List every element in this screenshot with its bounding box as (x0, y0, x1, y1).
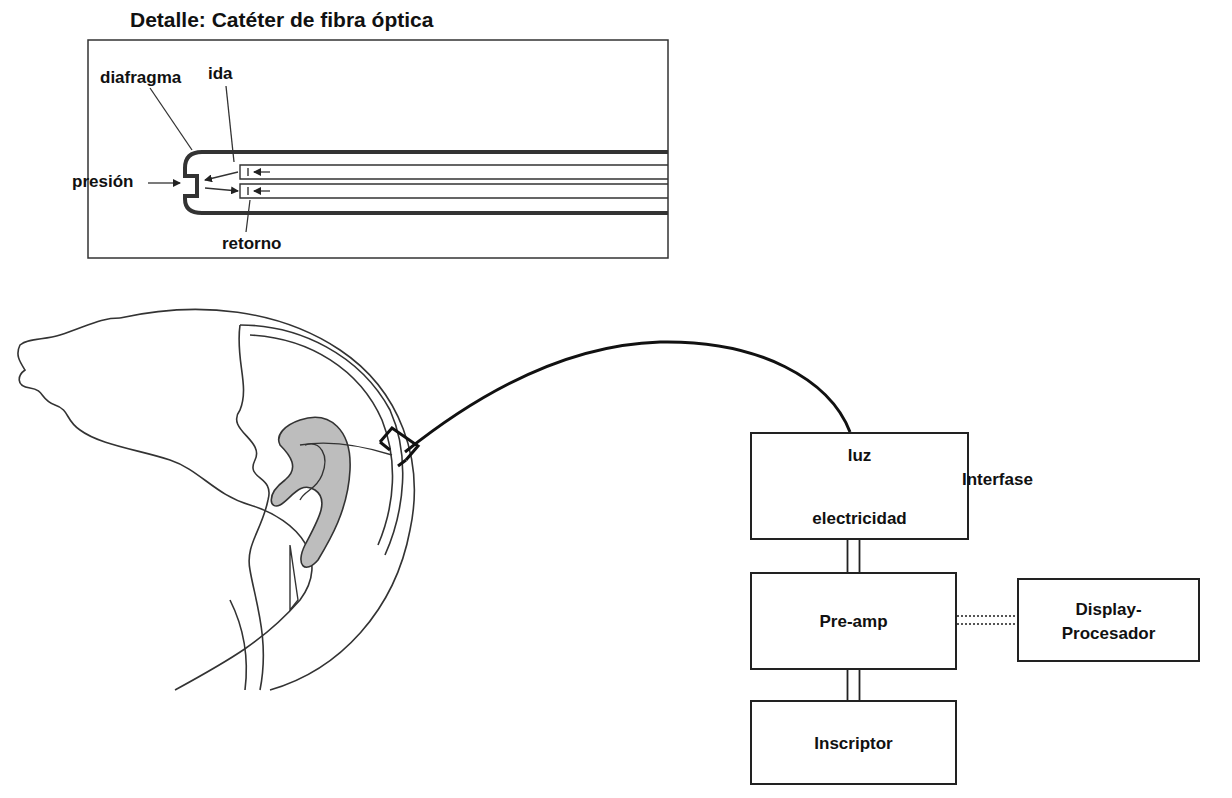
catheter-bracket (380, 442, 406, 466)
ventricle-fold (300, 444, 325, 500)
connector (848, 540, 860, 572)
box-heading: Interfase (962, 470, 1033, 490)
part-label: retorno (222, 234, 282, 254)
part-label: diafragma (100, 68, 181, 88)
box-text: Pre-amp (752, 612, 955, 632)
box-text: electricidad (752, 509, 967, 529)
box-text: Display- Procesador (1019, 598, 1198, 646)
box-text: Inscriptor (752, 734, 955, 754)
detail-frame (88, 40, 668, 258)
catheter-bracket (380, 428, 418, 460)
optical-fibres (240, 165, 668, 198)
head-illustration (18, 309, 414, 690)
process-box: Inscriptor (750, 700, 957, 785)
part-label: ida (208, 64, 233, 84)
part-label: presión (72, 172, 133, 192)
brainstem (290, 545, 298, 610)
detail-title: Detalle: Catéter de fibra óptica (130, 8, 433, 32)
connector (848, 670, 860, 700)
process-box: Display- Procesador (1017, 578, 1200, 662)
ventricle (271, 417, 350, 567)
process-box: Pre-amp (750, 572, 957, 670)
catheter-tube (185, 152, 668, 213)
box-text: luz (752, 446, 967, 466)
connector (957, 616, 1017, 624)
process-box: luzelectricidadInterfase (750, 432, 969, 540)
light-arrows (205, 172, 270, 191)
leader-lines (148, 86, 250, 232)
inserted-catheter (300, 443, 392, 455)
